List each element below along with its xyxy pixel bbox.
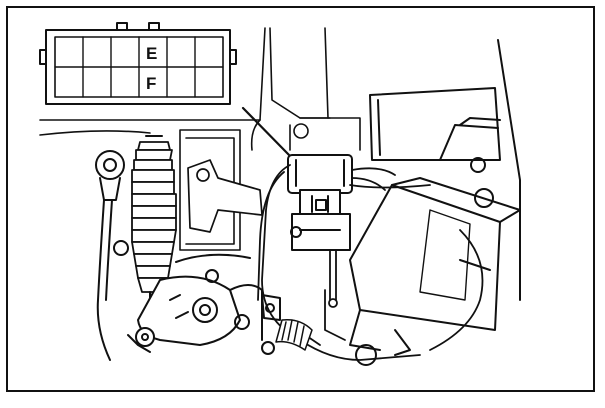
rod-end bbox=[95, 150, 129, 361]
cable-boot bbox=[131, 135, 177, 313]
shift-linkage bbox=[127, 253, 275, 355]
mounting-bracket bbox=[187, 159, 263, 233]
wire-sleeve bbox=[275, 318, 313, 351]
harness-connector bbox=[287, 154, 353, 251]
ground-stud bbox=[261, 294, 281, 321]
control-module bbox=[349, 177, 521, 366]
terminal-label-upper: E bbox=[146, 44, 157, 63]
relay-box bbox=[369, 39, 521, 301]
leader-line bbox=[241, 106, 292, 158]
connector-face-diagram: E F bbox=[39, 22, 237, 105]
terminal-label-lower: F bbox=[146, 74, 156, 93]
